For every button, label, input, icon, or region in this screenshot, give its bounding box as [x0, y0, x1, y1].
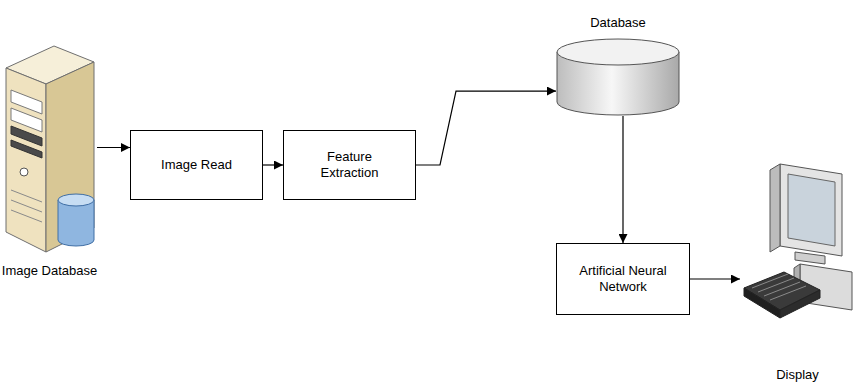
box-label: Image Read — [161, 157, 232, 173]
node-caption: Display — [776, 367, 819, 382]
flow-arrow — [97, 147, 130, 148]
computer-icon — [740, 160, 855, 335]
process-box: Artificial Neural Network — [556, 243, 690, 315]
server-icon — [2, 40, 97, 255]
flow-arrow — [263, 164, 283, 165]
box-label: Artificial Neural Network — [568, 263, 678, 295]
server-node: Image Database — [2, 40, 97, 255]
database-cylinder — [556, 38, 680, 116]
box-label: Feature Extraction — [310, 149, 390, 181]
cylinder-node: Database — [556, 38, 680, 116]
flow-arrow — [690, 278, 740, 279]
node-caption: Database — [590, 15, 646, 30]
process-box: Feature Extraction — [283, 130, 416, 200]
node-caption: Image Database — [2, 263, 97, 278]
flow-arrow — [416, 91, 556, 165]
computer-node: Display — [740, 160, 855, 335]
flow-arrow — [622, 116, 623, 243]
process-box: Image Read — [130, 130, 263, 200]
